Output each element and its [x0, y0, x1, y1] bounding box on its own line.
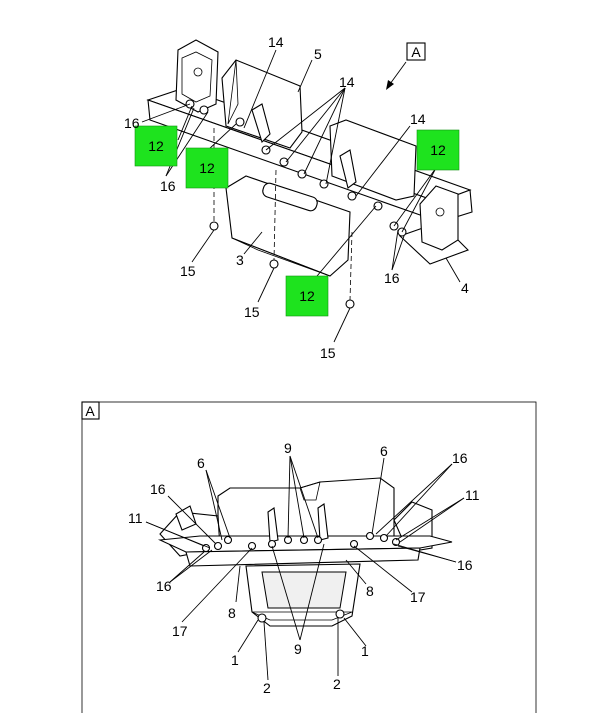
callout-6: 6	[197, 455, 205, 471]
green-tag-3: 12	[416, 129, 460, 171]
bolt	[347, 191, 357, 201]
detail-housing-panel	[261, 571, 347, 609]
callout-16: 16	[156, 578, 172, 594]
right-upright-hole	[435, 207, 445, 217]
bolt	[199, 105, 209, 115]
view-arrow-line	[389, 61, 407, 85]
green-tag-box	[416, 129, 460, 171]
callout-2: 2	[263, 680, 271, 696]
bolt	[247, 541, 257, 551]
detail-back-plate-notch	[299, 481, 321, 501]
center-plate-edge	[227, 59, 239, 125]
bolt	[297, 169, 307, 179]
view-flag-box	[406, 42, 426, 61]
bolt	[365, 531, 375, 541]
right-upright-bracket	[419, 185, 459, 251]
bolt	[379, 533, 389, 543]
green-tag-box	[185, 147, 229, 189]
green-tag-text: 12	[148, 138, 164, 154]
callout-4: 4	[461, 280, 469, 296]
callout-6: 6	[380, 443, 388, 459]
callout-3: 3	[236, 252, 244, 268]
rib-2	[339, 149, 357, 189]
callout-16: 16	[457, 557, 473, 573]
dash-line-right	[349, 231, 353, 301]
main-assembly-view: A 12 12 12 12 14 5 14 14 16 16 16 15 15 …	[124, 34, 473, 361]
green-tag-box	[134, 125, 178, 167]
detail-bar-bolts	[201, 531, 401, 553]
detail-rib-left	[267, 507, 279, 543]
nut-right	[345, 299, 355, 309]
detail-view-a: A	[81, 401, 537, 713]
detail-label-box	[81, 401, 100, 420]
callout-17: 17	[410, 589, 426, 605]
green-tag-2: 12	[185, 147, 229, 189]
callout-16: 16	[124, 115, 140, 131]
callout-8: 8	[228, 605, 236, 621]
green-tag-text: 12	[430, 142, 446, 158]
callout-9: 9	[294, 641, 302, 657]
housing-lower-edge	[231, 237, 331, 277]
bolt	[213, 541, 223, 551]
view-arrow-head	[386, 80, 394, 90]
detail-bolt-right	[335, 609, 345, 619]
nut-center	[269, 259, 279, 269]
detail-frame	[81, 401, 537, 713]
callout-11: 11	[128, 510, 143, 526]
bolt	[223, 535, 233, 545]
bolt	[279, 157, 289, 167]
bolt	[349, 539, 359, 549]
bolt	[373, 201, 383, 211]
housing-slot	[262, 182, 318, 212]
callout-14: 14	[410, 111, 426, 127]
callout-1: 1	[231, 652, 239, 668]
detail-leader-lines	[145, 455, 465, 681]
green-tag-text: 12	[199, 160, 215, 176]
callout-15: 15	[320, 345, 336, 361]
callout-1: 1	[361, 643, 369, 659]
callout-14: 14	[268, 34, 284, 50]
green-tag-1: 12	[134, 125, 178, 167]
green-tag-4: 12	[285, 275, 329, 317]
detail-bolt-left	[257, 613, 267, 623]
callout-11: 11	[465, 487, 480, 503]
callout-15: 15	[180, 263, 196, 279]
callout-9: 9	[284, 440, 292, 456]
detail-label: A	[85, 403, 95, 419]
left-upright-inner	[181, 51, 213, 103]
callout-16: 16	[452, 450, 468, 466]
bolt	[235, 117, 245, 127]
callout-2: 2	[333, 676, 341, 692]
callout-17: 17	[172, 623, 188, 639]
callout-16: 16	[160, 178, 176, 194]
nut-left	[209, 221, 219, 231]
callout-16: 16	[150, 481, 166, 497]
callout-15: 15	[244, 304, 260, 320]
view-flag-label: A	[411, 44, 421, 60]
detail-rib-right	[317, 503, 329, 541]
green-tag-box	[285, 275, 329, 317]
callout-5: 5	[314, 46, 322, 62]
callout-16: 16	[384, 270, 400, 286]
dash-line-center	[273, 169, 277, 261]
callout-8: 8	[366, 583, 374, 599]
rib-1	[251, 103, 271, 144]
callout-14: 14	[339, 74, 355, 90]
left-upright-hole	[193, 67, 203, 77]
green-tag-text: 12	[299, 288, 315, 304]
bolt	[313, 535, 323, 545]
